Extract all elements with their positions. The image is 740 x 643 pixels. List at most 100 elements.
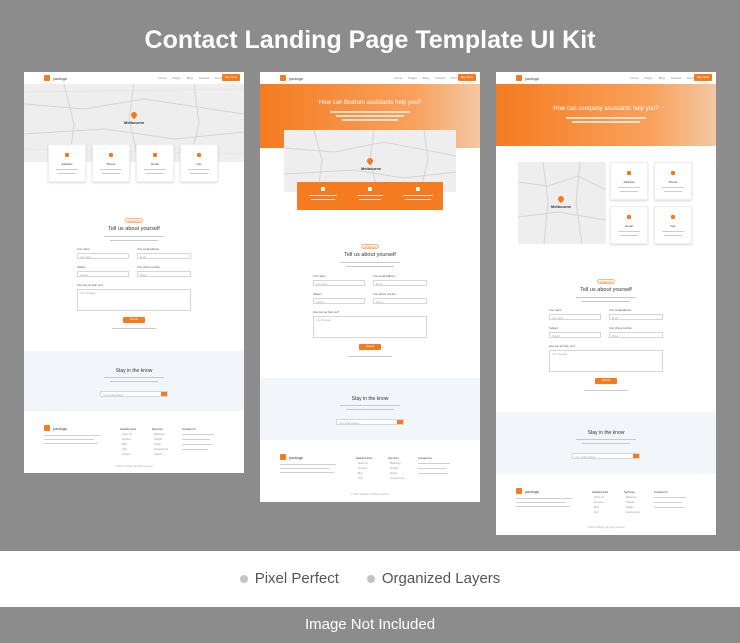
logo[interactable]: youlogo — [44, 75, 67, 81]
footer-link[interactable]: Services — [122, 438, 132, 441]
headline: Contact Landing Page Template UI Kit — [144, 26, 596, 54]
nav-item-blog[interactable]: Blog — [422, 76, 429, 80]
footer-col-contact: Contact Us — [654, 490, 668, 494]
submit-button[interactable]: Submit — [123, 317, 145, 323]
footer-link[interactable]: Marketing — [626, 496, 637, 499]
map-label: Melbourne — [551, 204, 572, 209]
logo[interactable]: youlogo — [280, 75, 303, 81]
nav-item-docs[interactable]: Docs — [687, 76, 694, 80]
footer-link[interactable]: FAQ — [122, 448, 127, 451]
footer-link[interactable]: Support — [154, 453, 163, 456]
buy-now-button[interactable]: Buy Now — [694, 74, 712, 81]
footer-brand: youlogo — [289, 454, 304, 460]
newsletter-section: Stay in the know Your email address — [260, 378, 480, 440]
nav-item-pages[interactable]: Pages — [408, 76, 417, 80]
footer-col-links: Helpful Links — [592, 490, 609, 494]
send-icon[interactable] — [397, 420, 403, 424]
footer-brand: youlogo — [53, 425, 68, 431]
footer-link[interactable]: Blog — [594, 506, 599, 509]
footer-link[interactable]: Analytic — [626, 501, 635, 504]
newsletter-email-input[interactable]: Your email address — [336, 419, 404, 425]
phone-input[interactable]: Phone — [609, 332, 663, 338]
nav-item-contact[interactable]: Contact — [434, 76, 446, 80]
placeholder: Your Message — [552, 352, 568, 356]
nav-item-contact[interactable]: Contact — [198, 76, 210, 80]
footer-link[interactable]: Blog — [122, 443, 127, 446]
form-title: Tell us about yourself — [108, 226, 160, 232]
name-input[interactable]: Your name — [77, 253, 129, 259]
buy-now-button[interactable]: Buy Now — [458, 74, 476, 81]
placeholder: Your Message — [80, 291, 96, 295]
logo-icon — [44, 425, 50, 431]
email-input[interactable]: Email — [137, 253, 191, 259]
footer-logo[interactable]: youlogo — [280, 454, 303, 460]
newsletter-email-input[interactable]: Your email address — [100, 391, 168, 397]
send-icon[interactable] — [633, 454, 639, 458]
footer-link[interactable]: About Us — [358, 462, 368, 465]
send-icon[interactable] — [161, 392, 167, 396]
fax-icon — [671, 215, 675, 219]
newsletter-title: Stay in the know — [351, 396, 389, 402]
contact-badge: Contact Us — [597, 279, 615, 284]
phone-input[interactable]: Phone — [373, 298, 427, 304]
buy-now-button[interactable]: Buy Now — [222, 74, 240, 81]
nav-item-blog[interactable]: Blog — [658, 76, 665, 80]
subject-input[interactable]: Subject — [77, 271, 129, 277]
bullet-icon — [366, 574, 375, 583]
footer-link[interactable]: FAQ — [594, 511, 599, 514]
email-input[interactable]: Email — [609, 314, 663, 320]
subject-input[interactable]: Subject — [549, 332, 601, 338]
nav-item-home[interactable]: Home — [394, 76, 403, 80]
submit-button[interactable]: Submit — [595, 378, 617, 384]
footer-link[interactable]: Services — [594, 501, 604, 504]
footer-logo[interactable]: youlogo — [516, 488, 539, 494]
nav-item-blog[interactable]: Blog — [186, 76, 193, 80]
footer-link[interactable]: Analytic — [154, 438, 163, 441]
email-input[interactable]: Email — [373, 280, 427, 286]
footer-link[interactable]: Design — [154, 443, 162, 446]
footer-link[interactable]: FAQ — [358, 477, 363, 480]
footer-col-links: Helpful Links — [356, 456, 373, 460]
navbar: youlogo Home Pages Blog Contact Docs Buy… — [24, 72, 244, 84]
name-input[interactable]: Your name — [313, 280, 365, 286]
footer-link[interactable]: Development — [626, 511, 641, 514]
nav-item-docs[interactable]: Docs — [451, 76, 458, 80]
name-input[interactable]: Your name — [549, 314, 601, 320]
footer-link[interactable]: Design — [626, 506, 634, 509]
nav-item-pages[interactable]: Pages — [172, 76, 181, 80]
feature-organized-layers: Organized Layers — [366, 570, 500, 587]
label-email: Your email address — [609, 309, 632, 312]
nav-item-home[interactable]: Home — [630, 76, 639, 80]
message-textarea[interactable]: Your Message — [77, 289, 191, 311]
map[interactable]: Melbourne — [284, 130, 456, 192]
nav-item-home[interactable]: Home — [158, 76, 167, 80]
copyright: © 2023 Youlogo. All rights reserved. — [351, 493, 389, 496]
submit-button[interactable]: Submit — [359, 344, 381, 350]
footer-link[interactable]: Analytic — [390, 467, 399, 470]
placeholder: Subject — [552, 334, 560, 338]
footer-link[interactable]: Marketing — [154, 433, 165, 436]
message-textarea[interactable]: Your Message — [549, 350, 663, 372]
map[interactable]: Melbourne — [518, 162, 606, 244]
footer-link[interactable]: Marketing — [390, 462, 401, 465]
footer-link[interactable]: Design — [390, 472, 398, 475]
subject-input[interactable]: Subject — [313, 298, 365, 304]
label-subject: Subject — [313, 293, 322, 296]
footer-link[interactable]: Blog — [358, 472, 363, 475]
copyright: © 2023 Youlogo. All rights reserved. — [115, 465, 153, 468]
footer-logo[interactable]: youlogo — [44, 425, 67, 431]
nav-item-pages[interactable]: Pages — [644, 76, 653, 80]
nav-item-docs[interactable]: Docs — [215, 76, 222, 80]
footer-link[interactable]: Support — [122, 453, 131, 456]
logo[interactable]: youlogo — [516, 75, 539, 81]
footer-link[interactable]: Development — [154, 448, 169, 451]
footer-link[interactable]: About Us — [122, 433, 132, 436]
message-textarea[interactable]: Your Message — [313, 316, 427, 338]
footer-link[interactable]: About Us — [594, 496, 604, 499]
contact-card-phone: Phone — [92, 144, 130, 182]
footer-link[interactable]: Services — [358, 467, 368, 470]
footer-link[interactable]: Development — [390, 477, 405, 480]
phone-input[interactable]: Phone — [137, 271, 191, 277]
nav-item-contact[interactable]: Contact — [670, 76, 682, 80]
newsletter-email-input[interactable]: Your email address — [572, 453, 640, 459]
